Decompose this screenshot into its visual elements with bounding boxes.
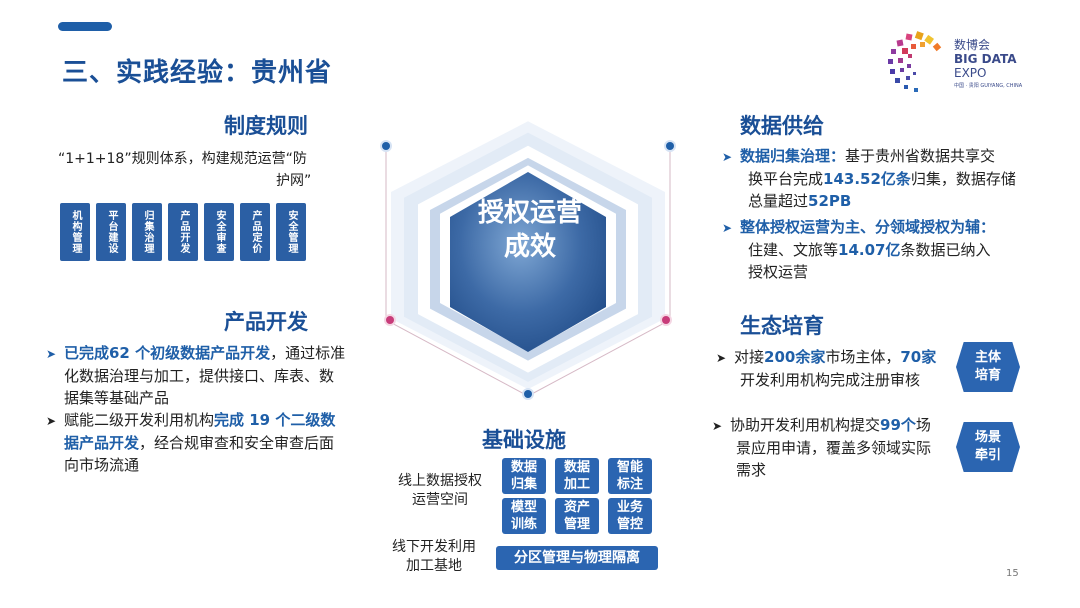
infra-box-asset-mgmt: 资产管理 (555, 498, 599, 534)
infra-box-business-control: 业务管控 (608, 498, 652, 534)
product-item-2: ➤赋能二级开发利用机构完成 19 个二级数 (46, 409, 366, 432)
eco-badge-scenario: 场景牵引 (956, 422, 1020, 472)
supply-list: ➤数据归集治理：基于贵州省数据共享交 换平台完成143.52亿条归集，数据存储 … (722, 145, 1032, 283)
rule-box-institution: 机构管理 (60, 203, 90, 261)
bullet-arrow-icon: ➤ (712, 419, 723, 433)
infra-box-data-collection: 数据归集 (502, 458, 546, 494)
logo-text-cn: 数博会 (954, 38, 991, 52)
infra-heading: 基础设施 (482, 428, 566, 452)
rule-box-security-mgmt: 安全管理 (276, 203, 306, 261)
rules-heading: 制度规则 (224, 114, 308, 138)
infra-box-zoning-isolation: 分区管理与物理隔离 (496, 546, 658, 570)
eco-item-2: ➤协助开发利用机构提交99个场 景应用申请，覆盖多领域实际 需求 (712, 416, 932, 479)
product-item-1: ➤已完成62 个初级数据产品开发，通过标准 (46, 342, 366, 365)
logo-text-big-data: BIG DATA (954, 52, 1017, 66)
rule-box-collection: 归集治理 (132, 203, 162, 261)
title-accent-bar (58, 22, 112, 31)
center-title: 授权运营 成效 (450, 196, 610, 264)
rule-box-product-dev: 产品开发 (168, 203, 198, 261)
bullet-arrow-icon: ➤ (722, 150, 733, 164)
rule-box-pricing: 产品定价 (240, 203, 270, 261)
rules-text: “1+1+18”规则体系，构建规范运营“防 护网” (58, 148, 328, 192)
big-data-expo-logo: 数博会 BIG DATA EXPO 中国 · 贵阳 GUIYANG, CHINA (886, 30, 1026, 94)
infra-box-data-processing: 数据加工 (555, 458, 599, 494)
eco-badge-entity: 主体培育 (956, 342, 1020, 392)
center-title-line1: 授权运营 (477, 198, 582, 228)
supply-heading: 数据供给 (740, 114, 824, 138)
infra-online-label: 线上数据授权 运营空间 (398, 473, 482, 508)
center-hexagon-graphic (380, 121, 676, 400)
product-heading: 产品开发 (224, 310, 308, 334)
rules-box-row: 机构管理 平台建设 归集治理 产品开发 安全审查 产品定价 安全管理 (60, 203, 306, 261)
rule-box-platform: 平台建设 (96, 203, 126, 261)
rules-text-line2: 护网” (276, 173, 312, 189)
slide-title: 三、实践经验：贵州省 (62, 58, 333, 88)
logo-mark-icon (888, 31, 942, 92)
eco-heading: 生态培育 (740, 314, 824, 338)
bullet-arrow-icon: ➤ (46, 414, 57, 428)
infra-box-smart-labeling: 智能标注 (608, 458, 652, 494)
supply-item-2: ➤整体授权运营为主、分领域授权为辅： (722, 216, 1032, 239)
rules-text-line1: “1+1+18”规则体系，构建规范运营“防 (58, 151, 307, 167)
page-number: 15 (1006, 568, 1019, 579)
product-list: ➤已完成62 个初级数据产品开发，通过标准 化数据治理与加工，提供接口、库表、数… (46, 342, 366, 476)
rule-box-security-review: 安全审查 (204, 203, 234, 261)
bullet-arrow-icon: ➤ (716, 351, 727, 365)
eco-item-1: ➤对接200余家市场主体，70家 开发利用机构完成注册审核 (716, 348, 937, 389)
logo-text-location: 中国 · 贵阳 GUIYANG, CHINA (954, 83, 1023, 89)
center-title-line2: 成效 (503, 232, 556, 262)
bullet-arrow-icon: ➤ (46, 347, 57, 361)
infra-offline-label: 线下开发利用 加工基地 (392, 539, 476, 574)
infra-box-model-training: 模型训练 (502, 498, 546, 534)
logo-text-expo: EXPO (954, 66, 987, 80)
supply-item-1: ➤数据归集治理：基于贵州省数据共享交 (722, 145, 1032, 168)
bullet-arrow-icon: ➤ (722, 221, 733, 235)
